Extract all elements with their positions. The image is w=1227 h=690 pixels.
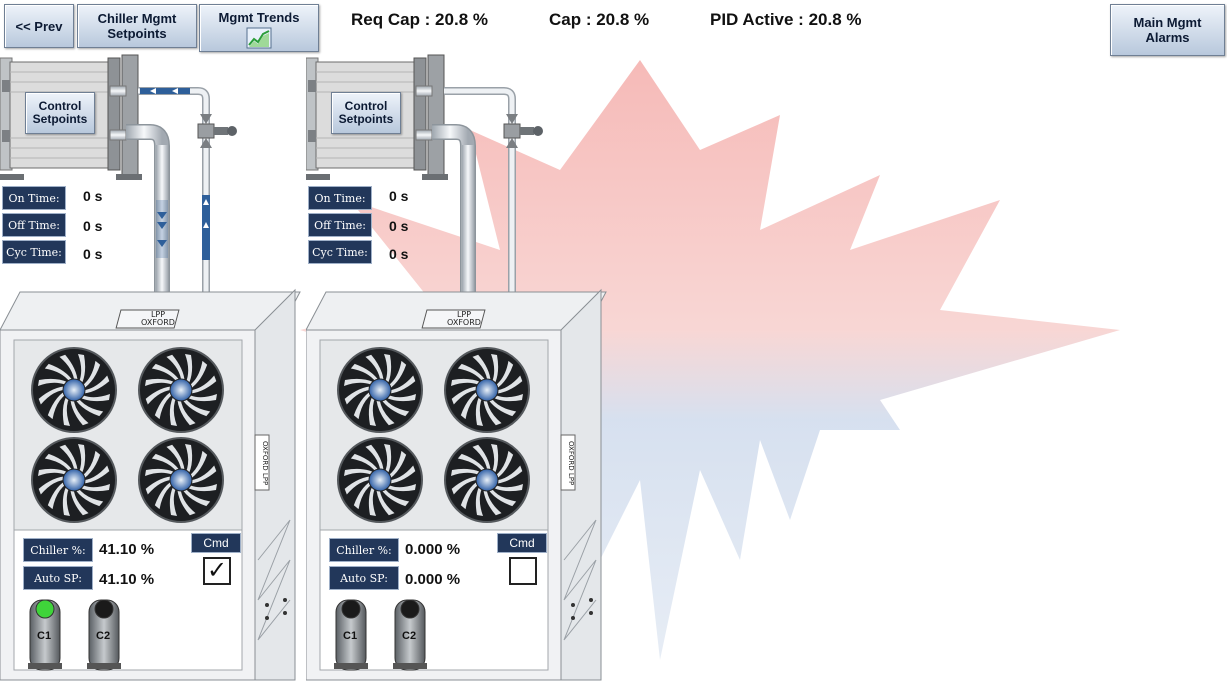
off-time-label: Off Time: (308, 213, 372, 237)
cmd-checkbox[interactable]: ✓ (203, 557, 231, 585)
req-cap-readout: Req Cap : 20.8 % (351, 10, 488, 29)
on-time-label: On Time: (2, 186, 66, 210)
auto-sp-value: 41.10 % (99, 571, 155, 588)
condenser-fan-icon (337, 347, 423, 433)
chiller-pct-label: Chiller %: (23, 538, 93, 562)
cmd-label: Cmd (497, 533, 547, 553)
chiller-pct-label: Chiller %: (329, 538, 399, 562)
condenser-fan-icon (444, 437, 530, 523)
chiller-illustration (0, 54, 301, 681)
brand-text: OXFORD (141, 318, 175, 327)
compressor-c2-label: C2 (402, 630, 417, 642)
off-time-value: 0 s (83, 218, 103, 234)
auto-sp-value: 0.000 % (405, 571, 461, 588)
control-label-line2: Setpoints (338, 112, 394, 126)
cyc-time-label: Cyc Time: (308, 240, 372, 264)
cmd-checkbox[interactable] (509, 557, 537, 585)
compressor-c1-label: C1 (37, 630, 52, 642)
chiller-pct-value: 0.000 % (405, 541, 461, 558)
setpoints-label-line2: Setpoints (107, 26, 167, 41)
prev-button[interactable]: << Prev (4, 4, 74, 48)
mgmt-trends-button[interactable]: Mgmt Trends (199, 4, 319, 52)
side-brand-sub-text: LPP (261, 472, 269, 486)
auto-sp-label: Auto SP: (329, 566, 399, 590)
cmd-label: Cmd (191, 533, 241, 553)
cyc-time-value: 0 s (389, 246, 409, 262)
auto-sp-label: Auto SP: (23, 566, 93, 590)
main-mgmt-alarms-button[interactable]: Main Mgmt Alarms (1110, 4, 1225, 56)
condenser-fan-icon (138, 347, 224, 433)
condenser-fan-icon (31, 347, 117, 433)
control-label-line1: Control (344, 99, 388, 113)
cap-readout: Cap : 20.8 % (549, 10, 650, 29)
oxford-side-logo: OXFORD LPP (255, 438, 269, 488)
off-time-label: Off Time: (2, 213, 66, 237)
alarms-label-line2: Alarms (1145, 30, 1190, 45)
side-brand-text: OXFORD (261, 440, 269, 471)
trend-chart-icon (246, 27, 272, 49)
chiller-mgmt-setpoints-button[interactable]: Chiller Mgmt Setpoints (77, 4, 197, 48)
brand-text: OXFORD (447, 318, 481, 327)
condenser-fan-icon (138, 437, 224, 523)
cyc-time-label: Cyc Time: (2, 240, 66, 264)
setpoints-label-line1: Chiller Mgmt (97, 11, 177, 26)
side-brand-text: OXFORD (567, 440, 575, 471)
on-time-value: 0 s (83, 188, 103, 204)
alarms-label-line1: Main Mgmt (1133, 15, 1202, 30)
brand-sub-text: LPP (456, 310, 472, 319)
off-time-value: 0 s (389, 218, 409, 234)
condenser-fan-icon (337, 437, 423, 523)
on-time-value: 0 s (389, 188, 409, 204)
control-label-line2: Setpoints (32, 112, 88, 126)
trends-label: Mgmt Trends (218, 10, 300, 25)
side-brand-sub-text: LPP (567, 472, 575, 486)
oxford-side-logo: OXFORD LPP (561, 438, 575, 488)
cyc-time-value: 0 s (83, 246, 103, 262)
condenser-fan-icon (31, 437, 117, 523)
brand-sub-text: LPP (150, 310, 166, 319)
condenser-fan-icon (444, 347, 530, 433)
pid-active-readout: PID Active : 20.8 % (710, 10, 862, 29)
compressor-c2-label: C2 (96, 630, 111, 642)
control-label-line1: Control (38, 99, 82, 113)
on-time-label: On Time: (308, 186, 372, 210)
prev-label: << Prev (15, 18, 63, 34)
compressor-c1-label: C1 (343, 630, 358, 642)
chiller-pct-value: 41.10 % (99, 541, 155, 558)
